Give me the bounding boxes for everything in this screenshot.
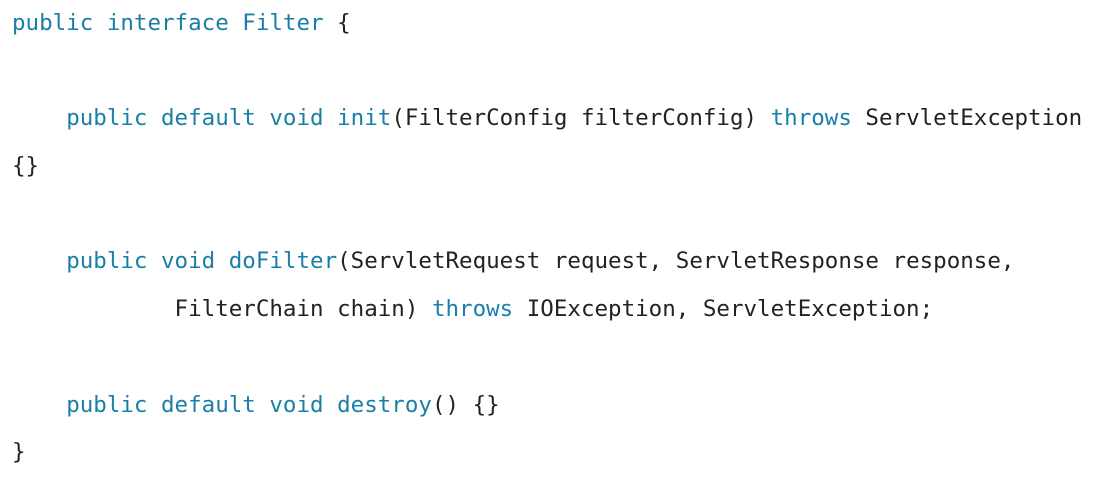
code-text: (ServletRequest request, ServletResponse…	[337, 248, 1015, 275]
code-keyword: public	[66, 391, 148, 418]
code-line: {}	[12, 143, 1095, 191]
code-text	[256, 392, 270, 418]
code-line	[12, 334, 1095, 382]
code-keyword: default	[161, 391, 256, 418]
code-line	[12, 48, 1095, 96]
code-text	[12, 392, 66, 418]
code-text: {}	[12, 153, 40, 180]
code-line: FilterChain chain) throws IOException, S…	[12, 286, 1095, 334]
code-text	[215, 248, 229, 274]
code-keyword: public	[66, 105, 148, 132]
code-line: }	[12, 429, 1095, 477]
code-text: () {}	[431, 391, 500, 418]
code-line: public void doFilter(ServletRequest requ…	[12, 238, 1095, 286]
code-keyword: void	[269, 105, 324, 132]
code-text	[12, 248, 66, 274]
code-text	[324, 105, 338, 131]
code-text: {	[323, 10, 351, 36]
code-line: public default void init(FilterConfig fi…	[12, 95, 1095, 143]
code-keyword: throws	[431, 296, 514, 323]
code-line: public interface Filter {	[12, 0, 1095, 48]
code-keyword: Filter	[242, 10, 324, 36]
code-block: public interface Filter { public default…	[12, 0, 1095, 477]
code-text	[229, 10, 243, 36]
code-keyword: destroy	[337, 391, 432, 418]
code-text: (FilterConfig filterConfig)	[391, 105, 771, 132]
code-text	[256, 105, 270, 131]
code-keyword: init	[337, 105, 392, 132]
code-text	[12, 105, 66, 131]
code-line	[12, 191, 1095, 239]
code-text	[147, 248, 161, 274]
code-text: ServletException	[851, 105, 1083, 132]
code-keyword: public	[12, 10, 94, 36]
code-text: FilterChain chain)	[12, 296, 432, 323]
code-keyword: interface	[106, 10, 229, 36]
code-keyword: default	[161, 105, 256, 132]
code-keyword: public	[66, 248, 148, 275]
code-keyword: doFilter	[228, 248, 338, 275]
code-text	[324, 392, 338, 418]
code-keyword: void	[161, 248, 216, 275]
code-keyword: throws	[770, 105, 852, 132]
code-line: public default void destroy() {}	[12, 382, 1095, 430]
code-text	[147, 105, 161, 131]
code-text	[93, 10, 107, 36]
code-keyword: void	[269, 391, 324, 418]
code-text: }	[12, 439, 26, 466]
code-text: IOException, ServletException;	[513, 296, 934, 323]
code-text	[147, 392, 161, 418]
